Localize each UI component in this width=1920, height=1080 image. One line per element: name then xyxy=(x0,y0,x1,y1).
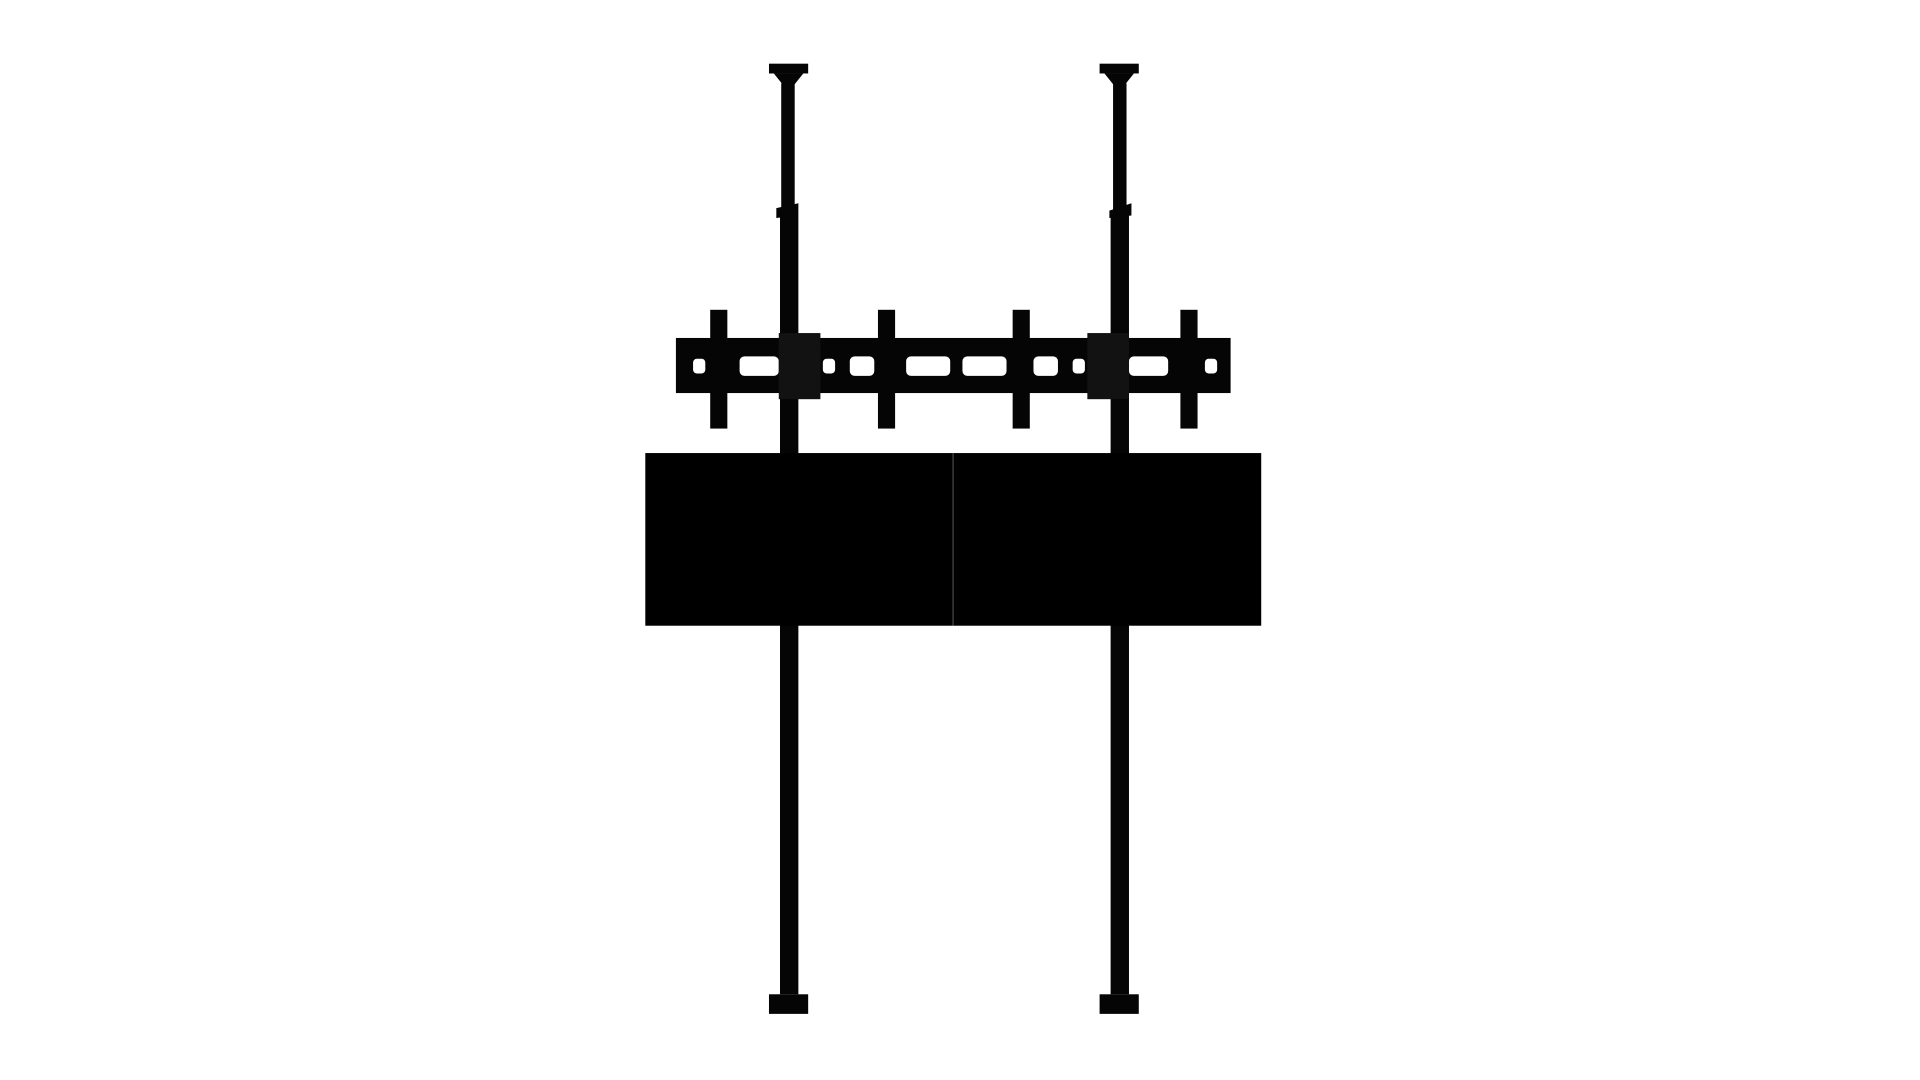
left-ceiling-bracket xyxy=(773,73,804,86)
left-ceiling-plate xyxy=(768,63,809,74)
left-pole-joint xyxy=(776,203,799,218)
left-floor-plate xyxy=(768,994,809,1014)
vertical-brackets xyxy=(710,309,1198,429)
right-pole-joint xyxy=(1109,203,1132,218)
vertical-bracket xyxy=(877,309,896,429)
mounting-rail xyxy=(675,333,1231,400)
right-screen xyxy=(953,453,1262,626)
screens xyxy=(645,453,1262,626)
right-pole-upper xyxy=(1113,83,1127,211)
left-screen xyxy=(645,453,953,626)
right-floor-plate xyxy=(1099,994,1139,1014)
vertical-bracket xyxy=(1012,309,1030,429)
vertical-bracket xyxy=(1180,309,1198,429)
left-pole-upper xyxy=(781,83,795,211)
left-rail-clamp xyxy=(778,333,821,400)
right-rail-clamp xyxy=(1087,333,1129,400)
right-ceiling-plate xyxy=(1099,63,1139,74)
vertical-bracket xyxy=(710,309,728,429)
